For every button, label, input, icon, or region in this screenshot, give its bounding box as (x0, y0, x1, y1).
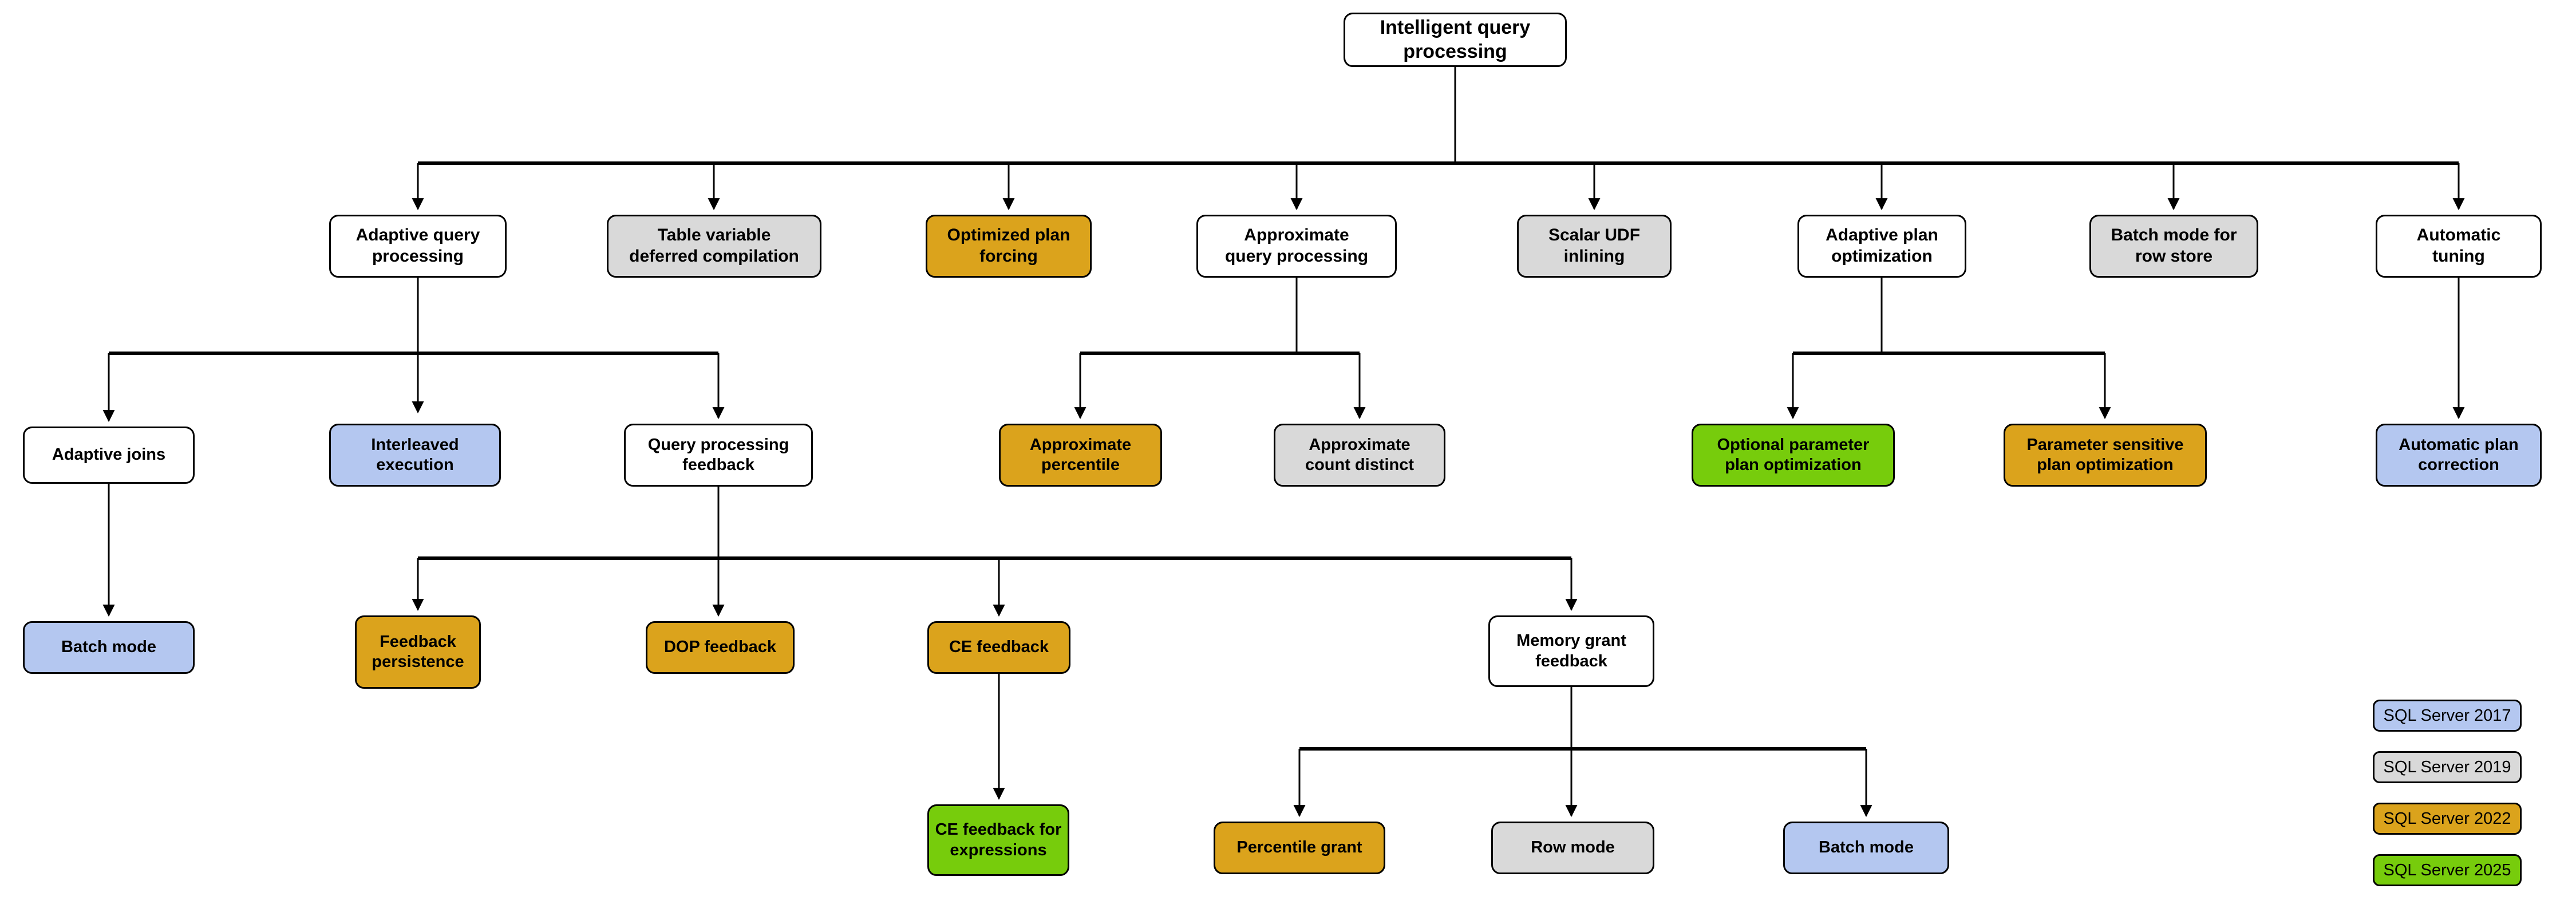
node-batch-mode-memory-grant[interactable]: Batch mode (1783, 822, 1949, 874)
legend-item-sql-server-2025: SQL Server 2025 (2373, 854, 2522, 886)
node-dop-feedback[interactable]: DOP feedback (646, 621, 795, 674)
legend-item-sql-server-2019: SQL Server 2019 (2373, 751, 2522, 783)
node-batch-mode-adaptive-joins[interactable]: Batch mode (23, 621, 195, 674)
node-ce-feedback[interactable]: CE feedback (927, 621, 1070, 674)
node-interleaved-execution[interactable]: Interleaved execution (329, 424, 501, 487)
node-adaptive-joins[interactable]: Adaptive joins (23, 427, 195, 484)
node-batch-mode-for-row-store[interactable]: Batch mode for row store (2089, 215, 2258, 278)
node-table-variable-deferred-compilation[interactable]: Table variable deferred compilation (607, 215, 821, 278)
node-approximate-count-distinct[interactable]: Approximate count distinct (1274, 424, 1445, 487)
node-query-processing-feedback[interactable]: Query processing feedback (624, 424, 813, 487)
node-ce-feedback-for-expressions[interactable]: CE feedback for expressions (927, 804, 1069, 876)
node-adaptive-plan-optimization[interactable]: Adaptive plan optimization (1797, 215, 1966, 278)
node-row-mode[interactable]: Row mode (1491, 822, 1654, 874)
node-scalar-udf-inlining[interactable]: Scalar UDF inlining (1517, 215, 1672, 278)
node-parameter-sensitive-plan-optimization[interactable]: Parameter sensitive plan optimization (2004, 424, 2207, 487)
node-memory-grant-feedback[interactable]: Memory grant feedback (1488, 615, 1654, 687)
node-percentile-grant[interactable]: Percentile grant (1214, 822, 1385, 874)
node-optimized-plan-forcing[interactable]: Optimized plan forcing (926, 215, 1092, 278)
node-automatic-tuning[interactable]: Automatic tuning (2376, 215, 2542, 278)
legend-item-sql-server-2022: SQL Server 2022 (2373, 803, 2522, 835)
node-automatic-plan-correction[interactable]: Automatic plan correction (2376, 424, 2542, 487)
node-approximate-percentile[interactable]: Approximate percentile (999, 424, 1162, 487)
node-optional-parameter-plan-optimization[interactable]: Optional parameter plan optimization (1692, 424, 1895, 487)
legend-item-sql-server-2017: SQL Server 2017 (2373, 700, 2522, 732)
node-adaptive-query-processing[interactable]: Adaptive query processing (329, 215, 507, 278)
node-feedback-persistence[interactable]: Feedback persistence (355, 615, 481, 689)
node-approximate-query-processing[interactable]: Approximate query processing (1196, 215, 1397, 278)
node-intelligent-query-processing[interactable]: Intelligent query processing (1344, 13, 1567, 67)
